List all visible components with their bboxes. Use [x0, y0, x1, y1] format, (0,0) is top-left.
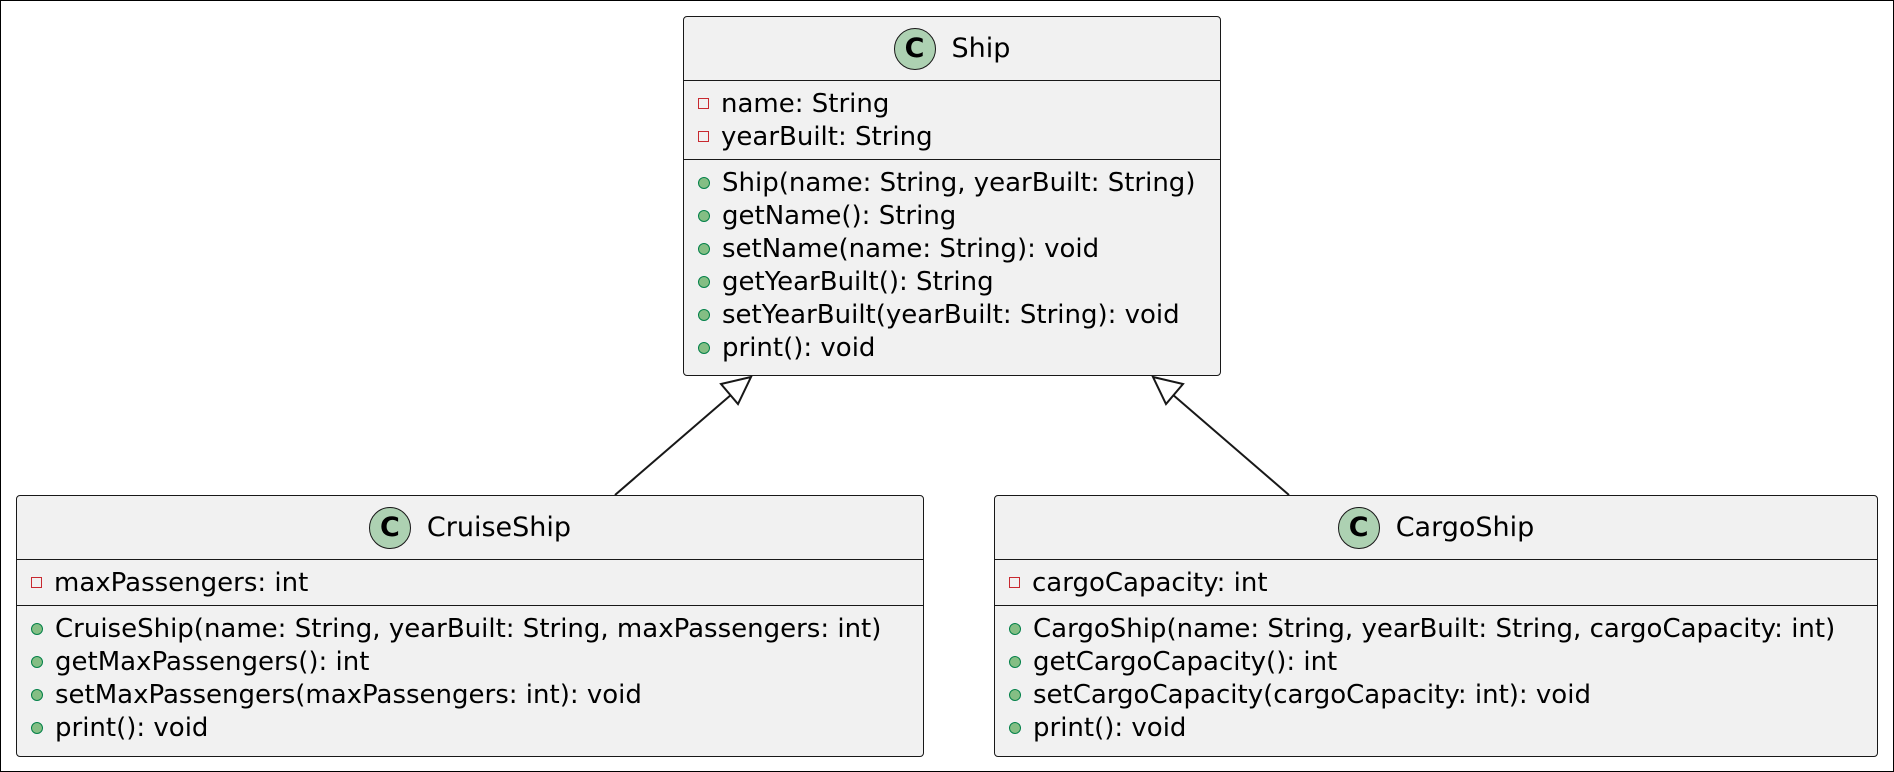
public-visibility-icon: [698, 176, 710, 189]
method: setMaxPassengers(maxPassengers: int): vo…: [17, 678, 923, 711]
class-cruiseship[interactable]: C CruiseShip maxPassengers: int CruiseSh…: [16, 495, 924, 757]
methods-section: Ship(name: String, yearBuilt: String) ge…: [684, 160, 1220, 370]
method: setCargoCapacity(cargoCapacity: int): vo…: [995, 678, 1877, 711]
attribute: name: String: [684, 87, 1220, 120]
method: getCargoCapacity(): int: [995, 645, 1877, 678]
public-visibility-icon: [1009, 721, 1021, 734]
class-cargoship[interactable]: C CargoShip cargoCapacity: int CargoShip…: [994, 495, 1878, 757]
inheritance-link-cruiseship: [614, 393, 733, 496]
method: setName(name: String): void: [684, 232, 1220, 265]
class-stereotype-icon: C: [1337, 506, 1380, 549]
class-header: C CruiseShip: [17, 496, 923, 560]
method: CargoShip(name: String, yearBuilt: Strin…: [995, 612, 1877, 645]
class-stereotype-icon: C: [893, 27, 936, 70]
method: print(): void: [995, 711, 1877, 744]
method: CruiseShip(name: String, yearBuilt: Stri…: [17, 612, 923, 645]
attributes-section: name: String yearBuilt: String: [684, 81, 1220, 160]
inheritance-arrowhead-cargoship: [1151, 375, 1185, 406]
public-visibility-icon: [698, 341, 710, 354]
private-visibility-icon: [698, 131, 709, 142]
class-stereotype-icon: C: [368, 506, 411, 549]
class-name: CargoShip: [1395, 512, 1535, 543]
attribute: yearBuilt: String: [684, 120, 1220, 153]
class-ship[interactable]: C Ship name: String yearBuilt: String Sh…: [683, 16, 1221, 376]
method: setYearBuilt(yearBuilt: String): void: [684, 298, 1220, 331]
methods-section: CruiseShip(name: String, yearBuilt: Stri…: [17, 606, 923, 750]
public-visibility-icon: [31, 655, 43, 668]
public-visibility-icon: [31, 688, 43, 701]
class-name: Ship: [951, 33, 1011, 64]
method: getYearBuilt(): String: [684, 265, 1220, 298]
inheritance-link-cargoship: [1171, 393, 1290, 496]
public-visibility-icon: [1009, 622, 1021, 635]
public-visibility-icon: [31, 721, 43, 734]
attributes-section: cargoCapacity: int: [995, 560, 1877, 606]
private-visibility-icon: [31, 577, 42, 588]
private-visibility-icon: [698, 98, 709, 109]
public-visibility-icon: [31, 622, 43, 635]
public-visibility-icon: [1009, 655, 1021, 668]
method: getName(): String: [684, 199, 1220, 232]
class-header: C CargoShip: [995, 496, 1877, 560]
attribute: maxPassengers: int: [17, 566, 923, 599]
class-name: CruiseShip: [426, 512, 572, 543]
public-visibility-icon: [698, 275, 710, 288]
private-visibility-icon: [1009, 577, 1020, 588]
methods-section: CargoShip(name: String, yearBuilt: Strin…: [995, 606, 1877, 750]
attribute: cargoCapacity: int: [995, 566, 1877, 599]
method: print(): void: [684, 331, 1220, 364]
public-visibility-icon: [698, 308, 710, 321]
public-visibility-icon: [698, 209, 710, 222]
public-visibility-icon: [698, 242, 710, 255]
method: getMaxPassengers(): int: [17, 645, 923, 678]
public-visibility-icon: [1009, 688, 1021, 701]
attributes-section: maxPassengers: int: [17, 560, 923, 606]
class-header: C Ship: [684, 17, 1220, 81]
inheritance-arrowhead-cruiseship: [719, 375, 753, 406]
method: Ship(name: String, yearBuilt: String): [684, 166, 1220, 199]
method: print(): void: [17, 711, 923, 744]
